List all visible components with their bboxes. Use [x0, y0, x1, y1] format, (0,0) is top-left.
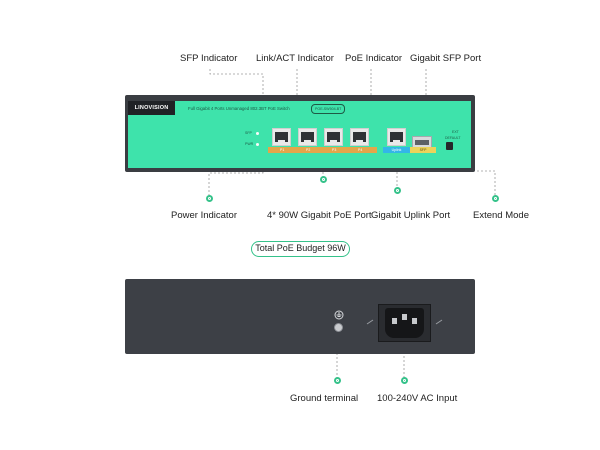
socket-pin-left: [392, 318, 397, 324]
socket-pin-earth: [402, 314, 407, 320]
power-indicator-label: Power Indicator: [171, 210, 238, 221]
poe-budget-badge: Total PoE Budget 96W: [251, 241, 350, 257]
uplink-port[interactable]: [387, 128, 406, 146]
poe-port-bar: P1 P2 P3 P4: [268, 147, 377, 153]
sfp-led: [256, 132, 259, 135]
ground-terminal-screw[interactable]: [334, 323, 343, 332]
link-act-indicator-label: Link/ACT Indicator: [256, 53, 334, 64]
extend-mode-label: Extend Mode: [473, 210, 529, 221]
port-label-1: P1: [280, 148, 285, 152]
port-label-2: P2: [306, 148, 311, 152]
ground-terminal-label: Ground terminal: [290, 393, 359, 404]
gigabit-sfp-port-label: Gigabit SFP Port: [410, 53, 482, 64]
socket-pin-right: [412, 318, 417, 324]
sfp-indicator-label: SFP Indicator: [180, 53, 238, 64]
poe-indicator-label: PoE Indicator: [345, 53, 403, 64]
poe-port-1[interactable]: [272, 128, 291, 146]
extend-mode-dot: [492, 195, 499, 202]
ac-input-dot: [401, 377, 408, 384]
led-sfp-label: SFP: [245, 131, 252, 135]
extend-mode-switch[interactable]: [446, 142, 453, 150]
ground-terminal-dot: [334, 377, 341, 384]
sfp-port-bar: SFP: [410, 147, 436, 153]
port-label-3: P3: [332, 148, 337, 152]
ground-symbol-icon: [334, 310, 344, 320]
poe-port-dot: [320, 176, 327, 183]
poe-port-4[interactable]: [350, 128, 369, 146]
brand-logo: LINOVISION: [128, 101, 175, 115]
port-label-4: P4: [358, 148, 363, 152]
switch-default-label: DEFAULT: [445, 136, 461, 140]
uplink-port-dot: [394, 187, 401, 194]
ac-power-socket[interactable]: [385, 308, 424, 338]
ac-input-label: 100-240V AC Input: [377, 393, 458, 404]
poe-port-2[interactable]: [298, 128, 317, 146]
poe-port-3[interactable]: [324, 128, 343, 146]
led-pwr-label: PWR: [245, 142, 254, 146]
power-led: [256, 143, 259, 146]
uplink-port-bar: Uplink: [383, 147, 410, 153]
model-badge: POE-SW504-BT: [311, 104, 346, 114]
switch-ext-label: EXT: [452, 130, 459, 134]
poe-port-label: 4* 90W Gigabit PoE Port: [267, 210, 372, 221]
power-indicator-dot: [206, 195, 213, 202]
screw-right-icon: [435, 319, 443, 325]
screw-left-icon: [366, 319, 374, 325]
uplink-port-label: Gigabit Uplink Port: [371, 210, 451, 221]
model-description: Full Gigabit 4 Ports Unmanaged 802.3BT P…: [188, 106, 290, 111]
